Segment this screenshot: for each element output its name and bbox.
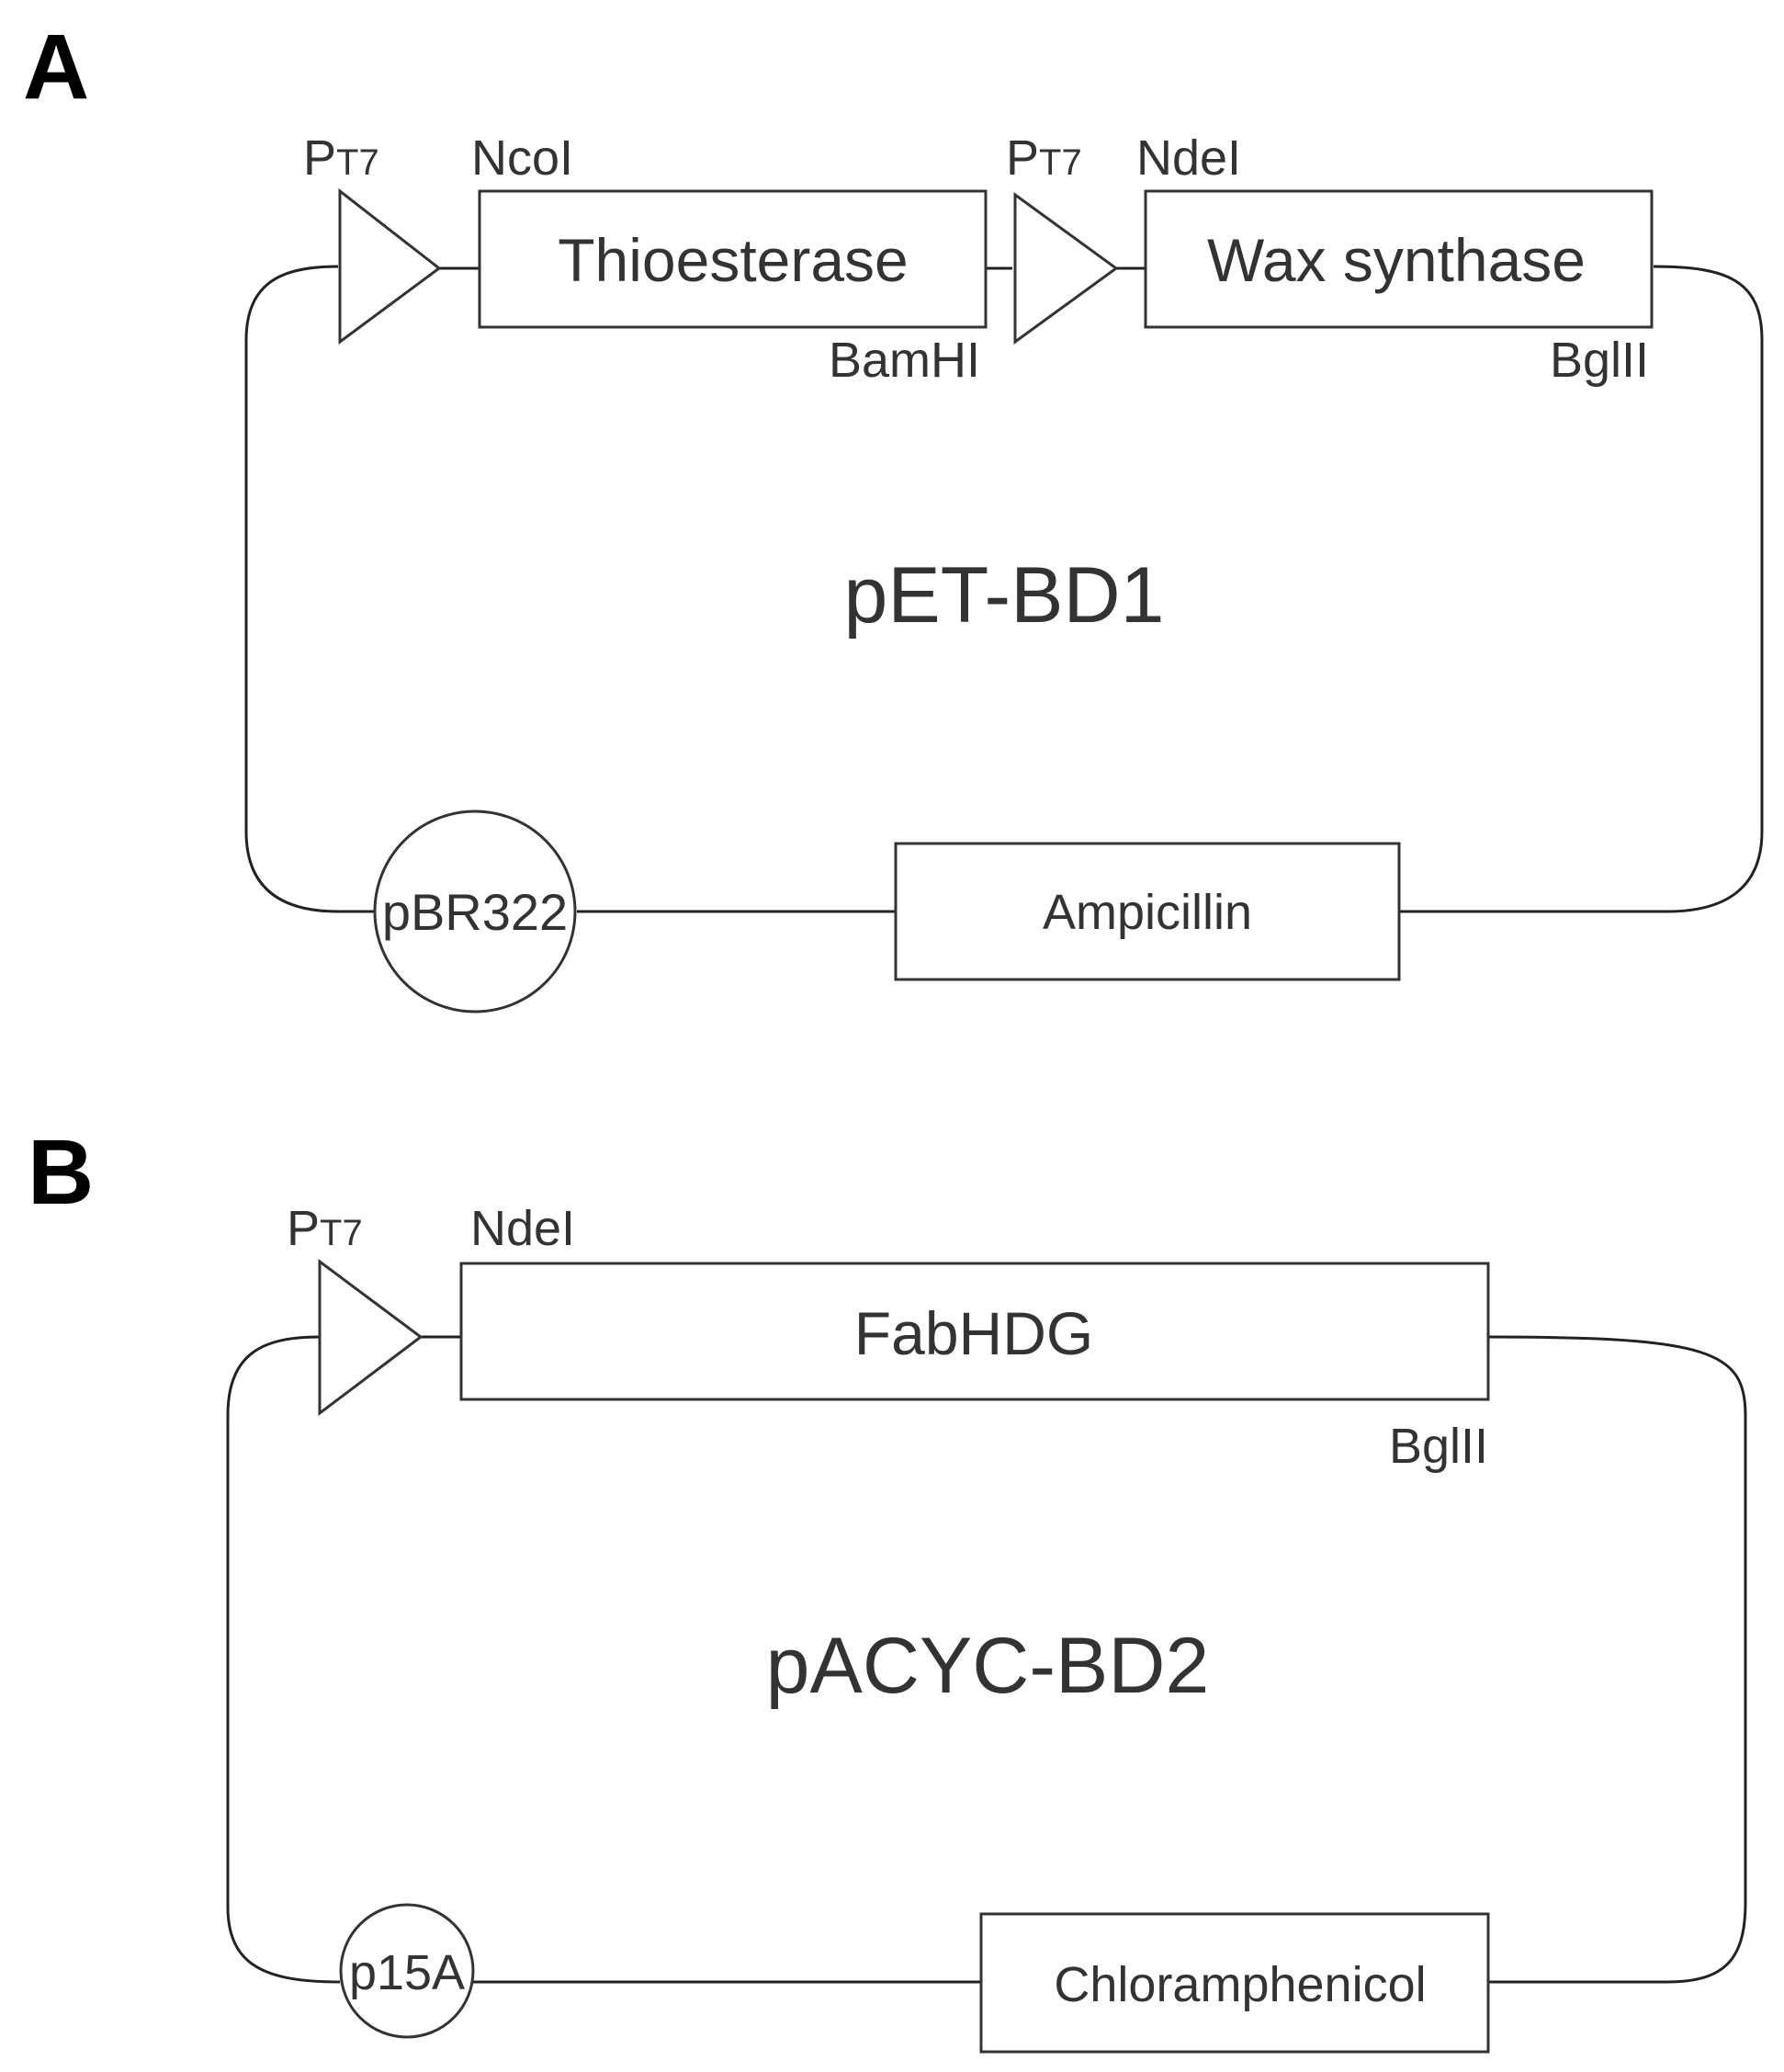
panel-a: A Thioesterase Wax synthase PT7 PT7 NcoI… bbox=[23, 16, 1764, 1013]
panel-b-fabhdg-box bbox=[459, 1262, 1490, 1401]
panel-b-backbone-right-arc bbox=[1487, 1335, 1747, 1984]
panel-b-resistance-label: Chloramphenicol bbox=[1054, 1957, 1426, 2012]
panel-a-backbone-left-arc bbox=[244, 265, 339, 913]
panel-a-wax-synthase-label: Wax synthase bbox=[1207, 226, 1586, 294]
panel-a-bamhi-site-label: BamHI bbox=[829, 333, 980, 388]
panel-b-promoter-subscript: T7 bbox=[320, 1213, 363, 1253]
panel-a-backbone-right-arc bbox=[1399, 265, 1764, 913]
panel-a-origin-circle bbox=[373, 810, 577, 1013]
panel-a-promoter-2-subscript: T7 bbox=[1039, 142, 1082, 183]
panel-a-ncoi-site-label: NcoI bbox=[471, 130, 573, 186]
panel-a-t7-promoter-2-icon bbox=[1013, 192, 1119, 345]
panel-a-promoter-1-subscript: T7 bbox=[336, 142, 379, 183]
panel-b-promoter-label: PT7 bbox=[287, 1201, 363, 1256]
panel-a-wax-synthase-box bbox=[1144, 189, 1654, 329]
panel-b-letter: B bbox=[28, 1121, 94, 1224]
panel-b-fabhdg-label: FabHDG bbox=[854, 1299, 1093, 1367]
panel-a-letter: A bbox=[23, 16, 89, 119]
panel-a-t7-promoter-1-icon bbox=[338, 187, 442, 345]
panel-b-plasmid-name: pACYC-BD2 bbox=[766, 1622, 1210, 1710]
panel-b-origin-circle bbox=[339, 1903, 475, 2039]
panel-a-bglii-site-label: BglII bbox=[1550, 333, 1649, 388]
panel-b-ndei-site-label: NdeI bbox=[470, 1201, 575, 1256]
panel-a-origin-label: pBR322 bbox=[382, 883, 568, 941]
panel-b: B FabHDG PT7 NdeI BglII pACYC-BD2 p15A C… bbox=[28, 1121, 1747, 2054]
panel-a-thioesterase-label: Thioesterase bbox=[558, 226, 909, 294]
panel-b-backbone-left-arc bbox=[226, 1335, 341, 1984]
panel-a-thioesterase-box bbox=[478, 189, 988, 329]
panel-a-promoter-1-label: PT7 bbox=[303, 130, 379, 186]
panel-b-resistance-box bbox=[979, 1912, 1490, 2054]
panel-b-bglii-site-label: BglII bbox=[1389, 1419, 1488, 1474]
panel-a-resistance-box bbox=[894, 842, 1401, 981]
panel-a-resistance-label: Ampicillin bbox=[1043, 885, 1252, 940]
panel-a-promoter-2-label: PT7 bbox=[1006, 130, 1082, 186]
panel-a-ndei-site-label: NdeI bbox=[1136, 130, 1241, 186]
panel-a-plasmid-name: pET-BD1 bbox=[844, 551, 1165, 640]
panel-b-t7-promoter-icon bbox=[318, 1259, 423, 1417]
panel-b-origin-label: p15A bbox=[349, 1945, 465, 2000]
